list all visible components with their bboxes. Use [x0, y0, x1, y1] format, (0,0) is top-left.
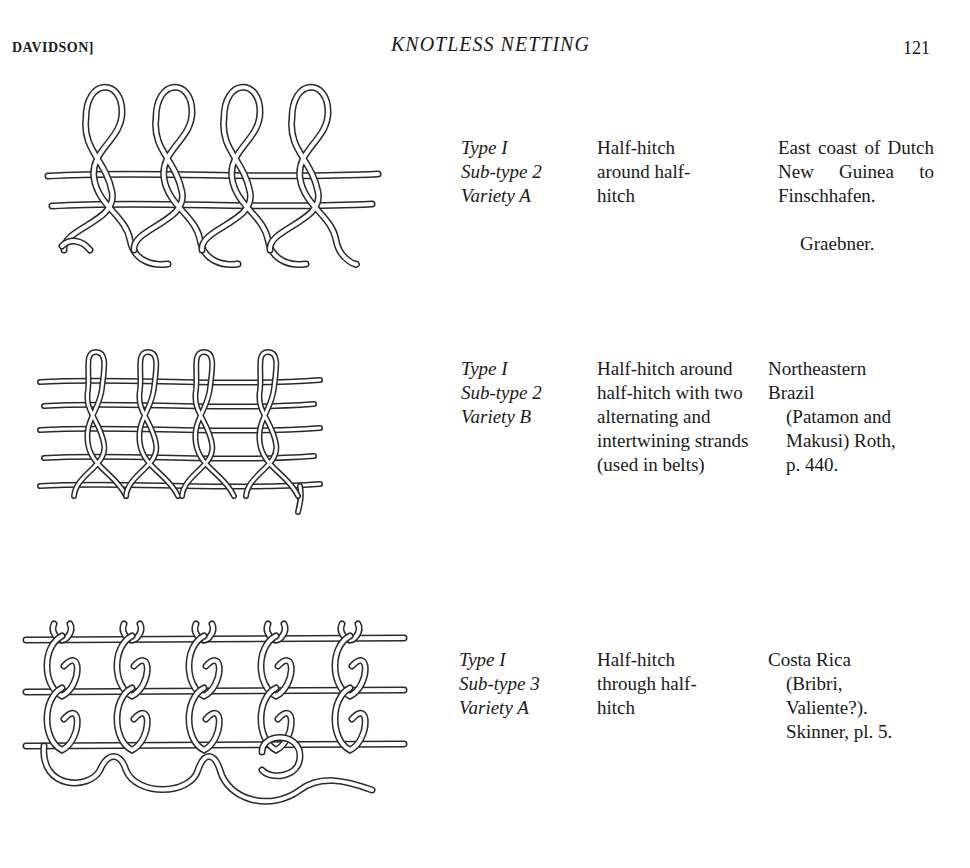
- source-cell: (Bribri, Valiente?). Skinner, pl. 5.: [786, 672, 916, 744]
- strand-outline: [48, 174, 378, 176]
- strand-fill: [182, 352, 234, 496]
- strand-outline: [44, 404, 314, 407]
- strand-fill: [40, 484, 320, 487]
- strand-outline: [126, 352, 178, 496]
- strand-fill: [117, 688, 147, 750]
- strand-fill: [74, 352, 126, 496]
- type-cell: Variety B: [461, 405, 531, 429]
- strand-outline: [182, 352, 234, 496]
- strand-fill: [270, 87, 357, 264]
- strand-outline: [298, 486, 301, 512]
- description-cell: Half-hitch around half-hitch with two al…: [597, 357, 753, 477]
- strand-fill: [48, 174, 378, 176]
- strand-outline: [189, 688, 219, 750]
- strand-fill: [335, 688, 365, 750]
- strand-fill: [62, 241, 90, 250]
- strand-outline: [117, 688, 147, 750]
- netting-figure-1: [48, 87, 378, 264]
- strand-outline: [335, 688, 365, 750]
- strand-outline: [74, 352, 126, 496]
- running-head-author: DAVIDSON]: [12, 36, 94, 60]
- strand-fill: [40, 428, 320, 431]
- description-cell: Half-hitch through half-hitch: [597, 648, 725, 720]
- strand-fill: [262, 737, 300, 775]
- location-cell: Costa Rica: [768, 648, 908, 672]
- type-cell: Sub-type 2: [461, 381, 542, 405]
- strand-outline: [64, 87, 168, 264]
- netting-figure-2: [40, 352, 320, 512]
- type-cell: Sub-type 3: [459, 672, 540, 696]
- source-cell: Graebner.: [800, 232, 874, 256]
- type-cell: Sub-type 2: [461, 160, 542, 184]
- strand-fill: [246, 352, 298, 496]
- strand-fill: [126, 352, 178, 496]
- type-cell: Variety A: [459, 696, 529, 720]
- strand-outline: [52, 204, 372, 206]
- description-cell: Half-hitch around half-hitch: [597, 136, 725, 208]
- strand-outline: [40, 484, 320, 487]
- strand-outline: [270, 87, 357, 264]
- page-number: 121: [903, 36, 930, 60]
- strand-fill: [44, 404, 314, 407]
- strand-fill: [64, 87, 168, 264]
- strand-outline: [40, 380, 320, 383]
- location-cell: Northeastern Brazil: [768, 357, 894, 405]
- strand-fill: [52, 204, 372, 206]
- strand-outline: [47, 688, 77, 750]
- strand-fill: [40, 380, 320, 383]
- running-head-title: KNOTLESS NETTING: [391, 32, 590, 56]
- strand-outline: [262, 737, 300, 775]
- strand-fill: [298, 486, 301, 512]
- strand-fill: [47, 688, 77, 750]
- strand-fill: [189, 688, 219, 750]
- strand-outline: [40, 428, 320, 431]
- netting-figure-3: [26, 624, 404, 801]
- source-cell: (Patamon and Makusi) Roth, p. 440.: [786, 405, 914, 477]
- type-cell: Type I: [459, 648, 506, 672]
- strand-outline: [44, 746, 372, 801]
- type-cell: Type I: [461, 357, 508, 381]
- type-cell: Type I: [461, 136, 508, 160]
- strand-fill: [44, 746, 372, 801]
- location-cell: East coast of Dutch New Guinea to Finsch…: [778, 136, 934, 208]
- strand-outline: [62, 241, 90, 250]
- strand-outline: [246, 352, 298, 496]
- type-cell: Variety A: [461, 184, 531, 208]
